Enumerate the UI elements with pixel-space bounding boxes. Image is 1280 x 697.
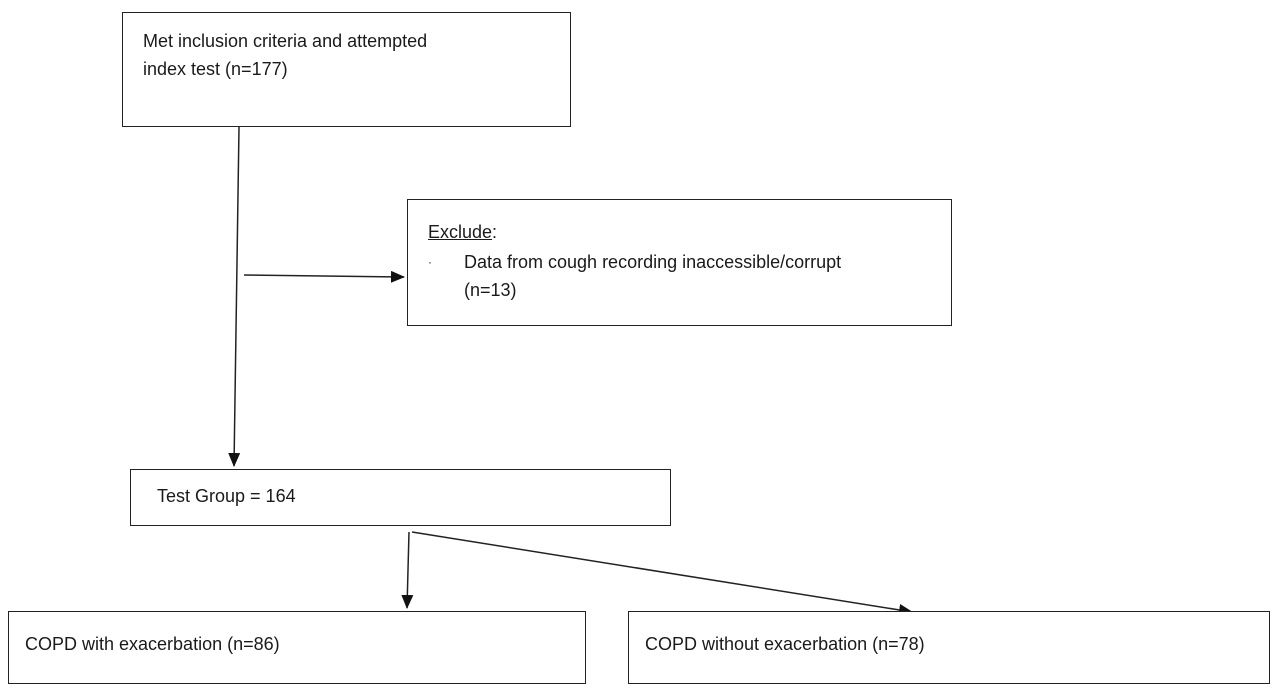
- inclusion-box: Met inclusion criteria and attempted ind…: [122, 12, 571, 127]
- test-group-box: Test Group = 164: [130, 469, 671, 526]
- inclusion-text-line-2: index test (n=177): [143, 59, 288, 79]
- exclusion-title-colon: :: [492, 222, 498, 242]
- exclusion-item: · Data from cough recording inaccessible…: [428, 248, 951, 304]
- without-exacerbation-box: COPD without exacerbation (n=78): [628, 611, 1270, 684]
- without-exacerbation-label: COPD without exacerbation (n=78): [645, 634, 925, 654]
- exclusion-item-line-1: Data from cough recording inaccessible/c…: [464, 252, 842, 272]
- exclusion-box: Exclude: · Data from cough recording ina…: [407, 199, 952, 326]
- exclusion-title: Exclude: [428, 222, 493, 242]
- arrow-test-group-to-with-exacerbation: [401, 531, 414, 609]
- exclusion-item-line-2: (n=13): [464, 280, 517, 300]
- test-group-label: Test Group = 164: [157, 486, 296, 506]
- bullet-icon: ·: [428, 255, 432, 269]
- arrow-test-group-to-without-exacerbation: [411, 531, 913, 616]
- exclusion-item-text: Data from cough recording inaccessible/c…: [464, 248, 841, 304]
- arrow-to-exclude: [243, 270, 405, 283]
- with-exacerbation-box: COPD with exacerbation (n=86): [8, 611, 586, 684]
- arrow-start-to-test-group: [228, 126, 241, 467]
- inclusion-text-line-1: Met inclusion criteria and attempted: [143, 31, 428, 51]
- with-exacerbation-label: COPD with exacerbation (n=86): [25, 634, 280, 654]
- exclusion-heading: Exclude:: [428, 218, 951, 246]
